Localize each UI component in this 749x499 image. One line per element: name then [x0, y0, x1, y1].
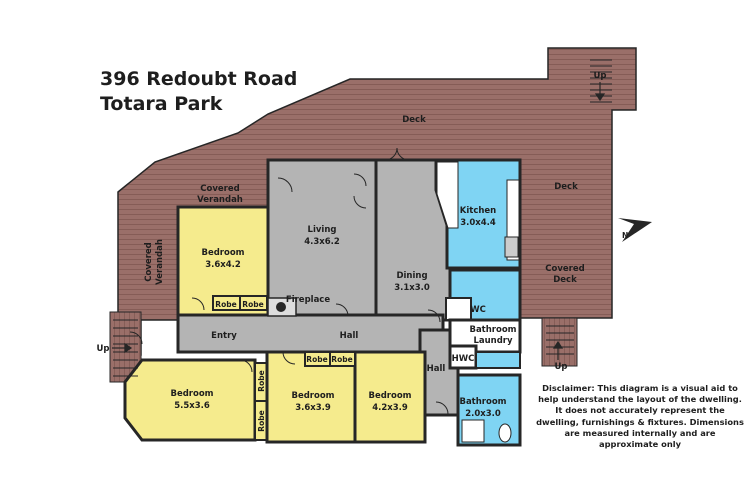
- up-label-left: Up: [97, 344, 110, 354]
- door-swing-icon: [435, 401, 449, 415]
- bedroom-nw-dims: 3.6x4.2: [205, 260, 241, 270]
- door-swing-icon: [396, 147, 410, 161]
- door-swing-icon: [335, 303, 349, 317]
- kitchen-dims: 3.0x4.4: [460, 218, 496, 228]
- bedroom-s1-dims: 3.6x3.9: [295, 403, 331, 413]
- hall-label: Hall: [340, 331, 359, 341]
- robe-label: Robe: [331, 355, 352, 364]
- kitchen-name: Kitchen: [460, 206, 496, 216]
- arrow-head-icon: [552, 340, 564, 349]
- door-swing-icon: [282, 351, 296, 365]
- bedroom-s2-dims: 4.2x3.9: [372, 403, 408, 413]
- bathroom-name: Bathroom: [459, 397, 506, 407]
- address-line-1: 396 Redoubt Road: [100, 68, 298, 90]
- up-label-bottom: Up: [555, 362, 568, 372]
- robe-label: Robe: [257, 370, 266, 391]
- living-name: Living: [308, 225, 337, 235]
- covered-verandah-side-label-1: Covered: [144, 242, 154, 281]
- bedroom-s2-name: Bedroom: [368, 391, 411, 401]
- covered-deck-label-2: Deck: [553, 275, 577, 285]
- deck-top-label: Deck: [402, 115, 426, 125]
- compass-n: N: [622, 231, 628, 240]
- door-swing-icon: [353, 173, 367, 187]
- robe-label: Robe: [215, 300, 236, 309]
- arrow-head-icon: [594, 93, 606, 102]
- robe-label: Robe: [242, 300, 263, 309]
- kitchen-bench: [436, 161, 459, 229]
- living-room: [266, 158, 378, 322]
- bathroom-laundry-label-1: Bathroom: [469, 325, 516, 335]
- covered-verandah-side-label-2: Verandah: [155, 239, 165, 285]
- robe-label: Robe: [306, 355, 327, 364]
- arrow-head-icon: [124, 342, 133, 354]
- bathroom-dims: 2.0x3.0: [465, 409, 501, 419]
- wc-label: WC: [470, 305, 486, 315]
- entry-label: Entry: [211, 331, 237, 341]
- dining-dims: 3.1x3.0: [394, 283, 430, 293]
- bathroom-laundry-label-2: Laundry: [473, 336, 513, 346]
- robe-s2: [329, 351, 356, 367]
- door-swing-icon: [277, 177, 293, 193]
- robe-nw-2: [239, 295, 268, 311]
- robe-label: Robe: [257, 410, 266, 431]
- bedroom-sw-dims: 5.5x3.6: [174, 401, 210, 411]
- bedroom-s1-name: Bedroom: [291, 391, 334, 401]
- bedroom-sw: [123, 358, 257, 442]
- door-swing-icon: [239, 359, 253, 373]
- stairs-icon: [590, 59, 612, 103]
- hwc-label: HWC: [452, 354, 475, 364]
- door-swing-icon: [129, 331, 143, 345]
- door-swing-icon: [191, 297, 205, 311]
- wc-cubicle: [445, 297, 472, 321]
- deck-right-label: Deck: [554, 182, 578, 192]
- bedroom-sw-name: Bedroom: [170, 389, 213, 399]
- address-line-2: Totara Park: [100, 93, 223, 115]
- bedroom-nw-name: Bedroom: [201, 248, 244, 258]
- toilet-icon: [498, 423, 512, 443]
- covered-verandah-label-2: Verandah: [197, 195, 243, 205]
- covered-verandah-label-1: Covered: [200, 184, 239, 194]
- shower-icon: [461, 419, 485, 443]
- disclaimer-text: Disclaimer: This diagram is a visual aid…: [536, 383, 744, 450]
- up-label-top: Up: [594, 71, 607, 81]
- covered-deck-label-1: Covered: [545, 264, 584, 274]
- bedroom-s2: [353, 350, 427, 444]
- laundry-bench: [475, 351, 521, 369]
- stove-icon: [504, 236, 519, 258]
- compass-icon: [618, 218, 652, 242]
- deck-steps-right: [541, 317, 578, 367]
- door-swing-icon: [353, 195, 367, 209]
- living-dims: 4.3x6.2: [304, 237, 340, 247]
- fireplace-label: Fireplace: [286, 295, 330, 305]
- door-swing-icon: [427, 309, 441, 323]
- fireplace-grate-icon: [276, 302, 286, 312]
- entry-hall: [176, 313, 445, 354]
- stairs-icon: [546, 325, 574, 355]
- dining-name: Dining: [396, 271, 427, 281]
- hall-side-label: Hall: [427, 364, 446, 374]
